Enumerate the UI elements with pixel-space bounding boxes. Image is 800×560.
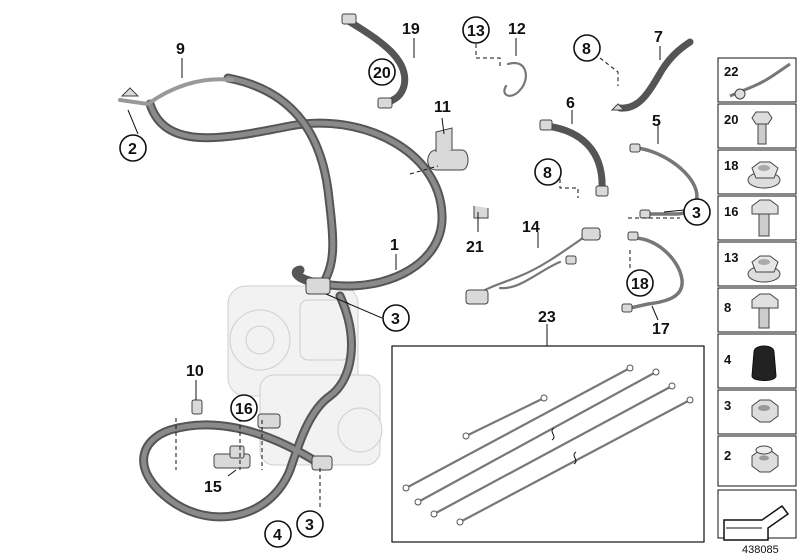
callout-18: 18: [631, 276, 649, 293]
callout-15: 15: [204, 479, 222, 496]
callout-4: 4: [273, 527, 282, 544]
cable-7: [610, 38, 694, 112]
callout-21: 21: [466, 239, 484, 256]
callout-5: 5: [652, 113, 661, 130]
flange-bolt-icon: [751, 111, 773, 145]
callout-7: 7: [654, 29, 663, 46]
legend-label-18: 18: [724, 158, 738, 173]
callout-20: 20: [373, 65, 391, 82]
hex-nut-icon: [751, 399, 779, 423]
bracket-10: [191, 399, 203, 415]
self-locking-nut-icon: [751, 445, 779, 473]
cable-9: [118, 77, 234, 107]
parts-legend: 22 20 18 16 13 8: [717, 57, 797, 541]
flange-nut-icon-18: [747, 161, 781, 189]
bracket-21: [473, 206, 489, 219]
diagram-id: 438085: [742, 544, 779, 556]
cable-6: [539, 119, 609, 197]
circled-callouts: 2 20 13 8 8 3 18 3 16 4 3: [119, 16, 711, 548]
callout-3-right: 3: [692, 205, 701, 222]
callout-10: 10: [186, 363, 204, 380]
cable-19: [341, 13, 409, 109]
clip-11: [427, 127, 469, 171]
callout-9: 9: [176, 41, 185, 58]
cable-17: [621, 231, 684, 313]
callout-11: 11: [434, 99, 451, 116]
callout-13: 13: [467, 23, 485, 40]
callout-3-mid: 3: [391, 311, 400, 328]
callout-23: 23: [538, 309, 556, 326]
callout-labels: 9 19 12 7 11 6 5 1 14 21 23 17 10 15: [176, 21, 670, 496]
ground-cable-icon: [729, 62, 791, 100]
legend-label-3: 3: [724, 398, 731, 413]
callout-8-mid: 8: [543, 165, 552, 182]
kit-box-23: [391, 345, 705, 543]
legend-label-20: 20: [724, 112, 738, 127]
legend-label-4: 4: [724, 352, 732, 367]
legend-label-13: 13: [724, 250, 738, 265]
callout-3-bottom: 3: [305, 517, 314, 534]
cable-1: [145, 73, 447, 295]
callout-2: 2: [128, 141, 137, 158]
legend-label-16: 16: [724, 204, 738, 219]
hex-bolt-icon-8: [751, 293, 779, 329]
dashed-leaders: [175, 44, 680, 510]
callout-19: 19: [402, 21, 420, 38]
flange-nut-icon-13: [747, 255, 781, 283]
harness-14: [465, 227, 602, 305]
callout-16: 16: [235, 401, 253, 418]
callout-14: 14: [522, 219, 540, 236]
legend-label-8: 8: [724, 300, 731, 315]
cable-4: [139, 291, 356, 522]
cable-12: [503, 61, 527, 97]
hex-bolt-icon-16: [751, 199, 779, 237]
callout-12: 12: [508, 21, 526, 38]
clamp-15: [213, 445, 251, 469]
callout-6: 6: [566, 95, 575, 112]
legend-label-2: 2: [724, 448, 731, 463]
callout-1: 1: [390, 237, 399, 254]
callout-8-top: 8: [582, 41, 591, 58]
protective-cap-icon: [751, 345, 777, 381]
arrow-icon: [723, 504, 790, 541]
legend-label-22: 22: [724, 64, 738, 79]
leader-lines: [127, 38, 685, 477]
callout-17: 17: [652, 321, 670, 338]
